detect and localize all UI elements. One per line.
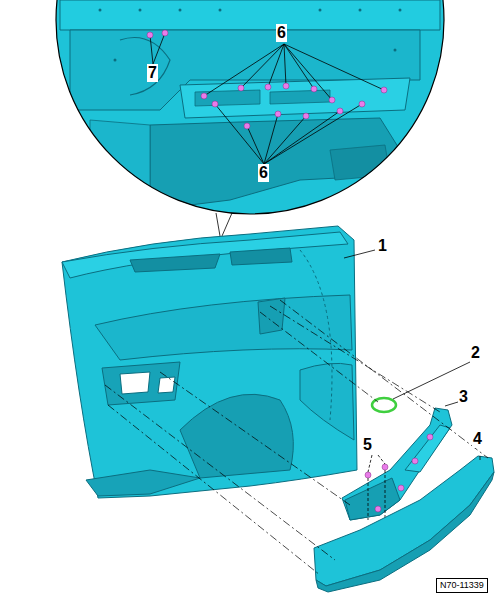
door-trim-panel xyxy=(62,226,357,498)
callout-number: 4 xyxy=(472,430,483,448)
callout-number: 3 xyxy=(458,388,469,406)
figure-number: N70-11339 xyxy=(436,578,488,593)
callout-number: 6 xyxy=(258,164,269,182)
callout-number: 7 xyxy=(147,64,158,82)
callout-number: 2 xyxy=(470,344,481,362)
detail-view xyxy=(40,0,460,220)
callout-number: 1 xyxy=(377,237,388,255)
grab-handle xyxy=(314,456,494,592)
callout-number: 6 xyxy=(276,24,287,42)
callout-number: 5 xyxy=(362,436,373,454)
